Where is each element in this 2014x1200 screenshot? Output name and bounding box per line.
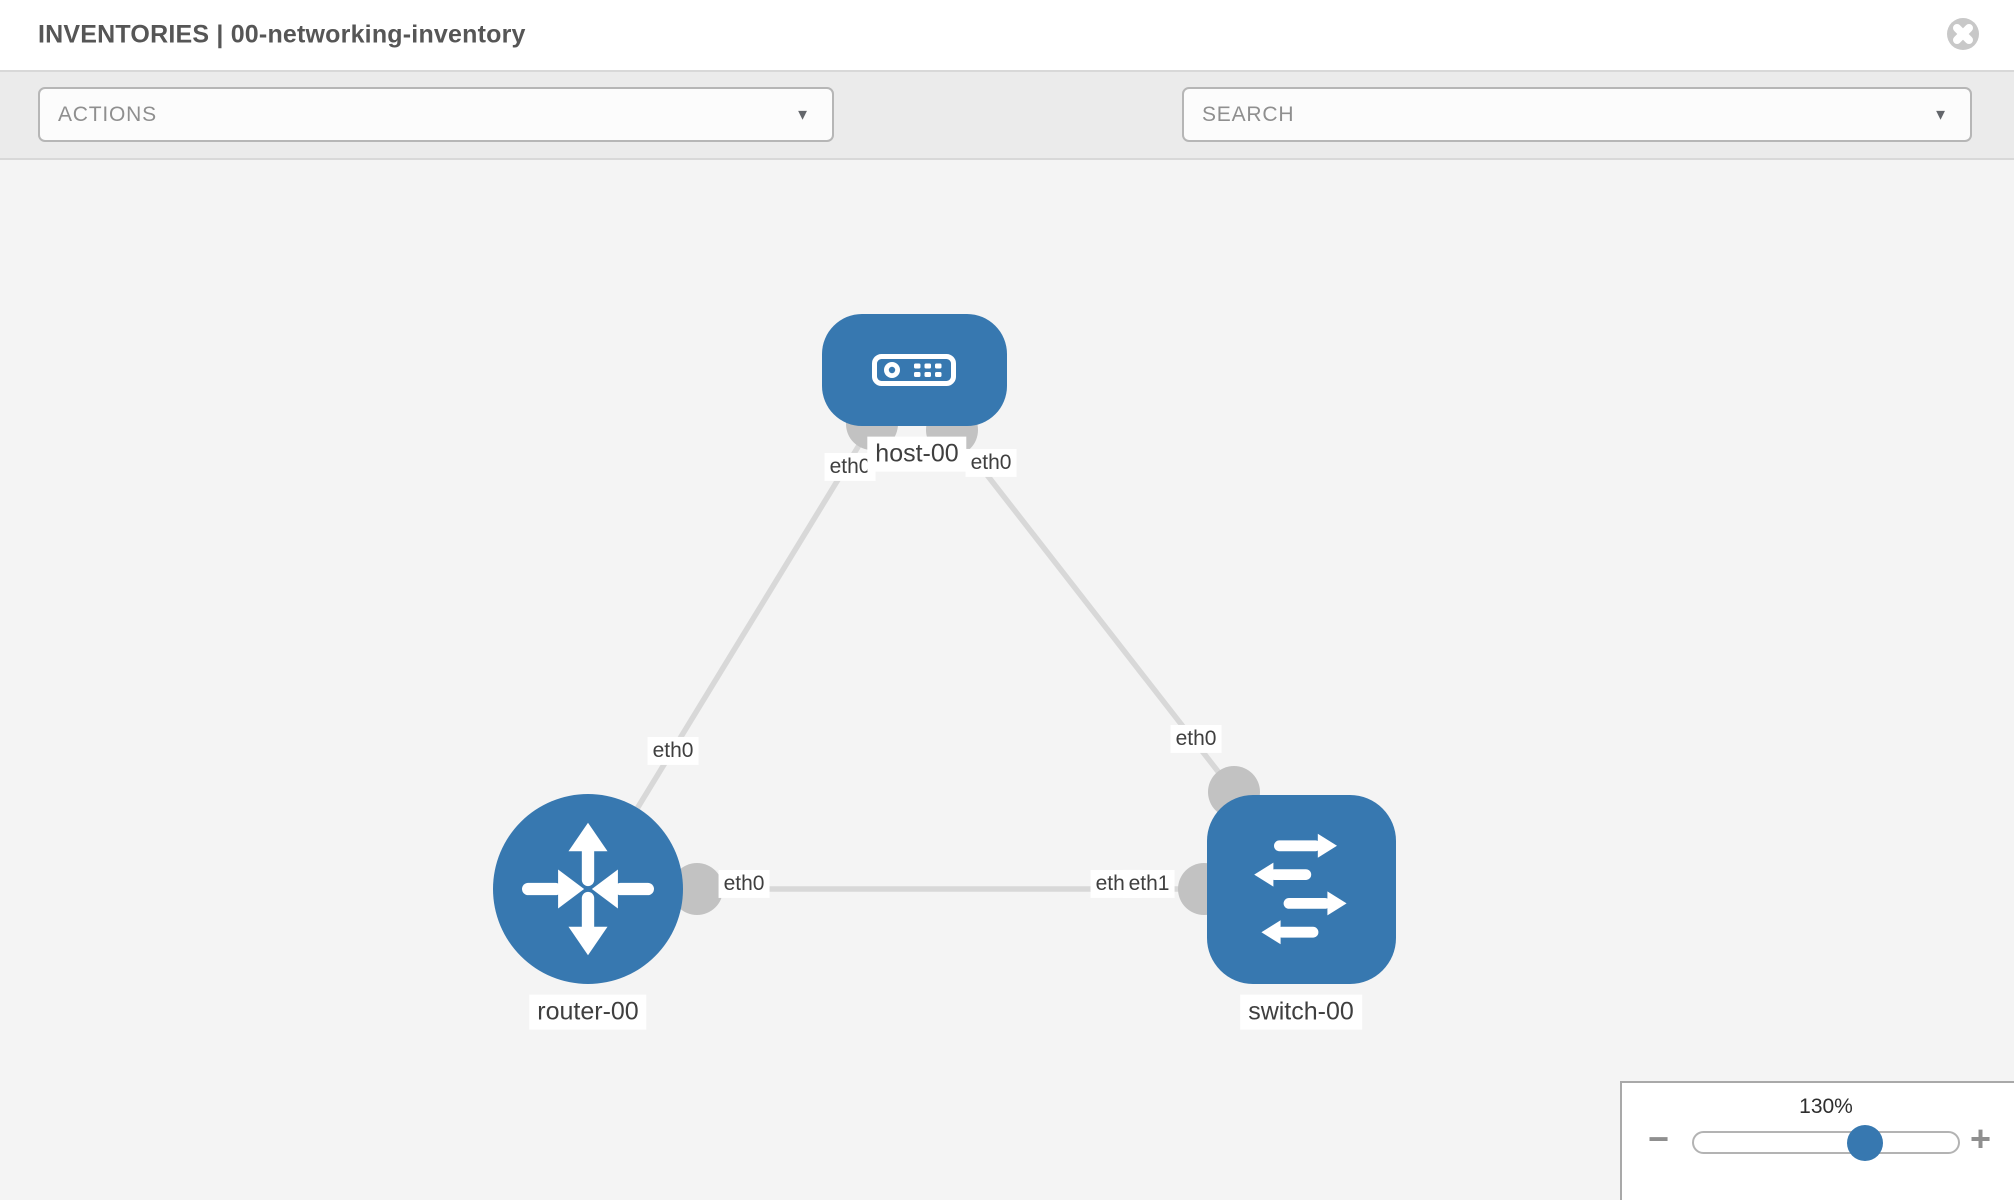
zoom-level-value: 130% (1799, 1095, 1853, 1118)
toolbar: ACTIONS ▼ SEARCH ▼ (0, 72, 2014, 202)
node-host-00[interactable] (822, 314, 1007, 426)
node-label-host: host-00 (867, 436, 967, 472)
switch-icon (1254, 833, 1347, 945)
node-label-switch: switch-00 (1240, 994, 1362, 1030)
node-router-00[interactable] (493, 794, 683, 984)
iface-label-host-right: eth0 (965, 448, 1017, 478)
iface-label-router-top: eth0 (647, 736, 699, 766)
topology-canvas[interactable]: eth0 eth0 eth0 eth0 eth0 eth0 eth1 host-… (0, 160, 2014, 1200)
links (585, 422, 1237, 892)
header: INVENTORIES | 00-networking-inventory (0, 0, 2014, 72)
zoom-out-button[interactable]: − (1648, 1118, 1670, 1159)
port-router-right (671, 863, 723, 915)
iface-label-switch-left-eth1: eth1 (1123, 869, 1175, 899)
search-dropdown-label: SEARCH (1202, 102, 1295, 126)
iface-label-router-right: eth0 (718, 869, 770, 899)
topology-diagram (493, 314, 1396, 984)
zoom-slider-knob[interactable] (1847, 1125, 1883, 1161)
zoom-control-panel: 130% − + (1620, 1081, 2014, 1200)
actions-dropdown-label: ACTIONS (58, 102, 157, 126)
chevron-down-icon: ▼ (795, 106, 810, 123)
zoom-in-button[interactable]: + (1970, 1118, 1992, 1159)
zoom-slider-track[interactable] (1692, 1131, 1960, 1154)
chevron-down-icon: ▼ (1933, 106, 1948, 123)
host-icon (872, 354, 956, 386)
node-label-router: router-00 (529, 994, 647, 1030)
search-dropdown[interactable]: SEARCH ▼ (1182, 87, 1972, 142)
close-icon (1947, 18, 1979, 50)
page-title: INVENTORIES | 00-networking-inventory (38, 20, 526, 49)
iface-label-switch-top: eth0 (1170, 724, 1222, 754)
node-switch-00[interactable] (1207, 795, 1396, 984)
router-icon (522, 822, 654, 956)
iface-label-host-left: eth0 (824, 452, 876, 482)
close-button[interactable] (1946, 17, 1980, 51)
actions-dropdown[interactable]: ACTIONS ▼ (38, 87, 834, 142)
